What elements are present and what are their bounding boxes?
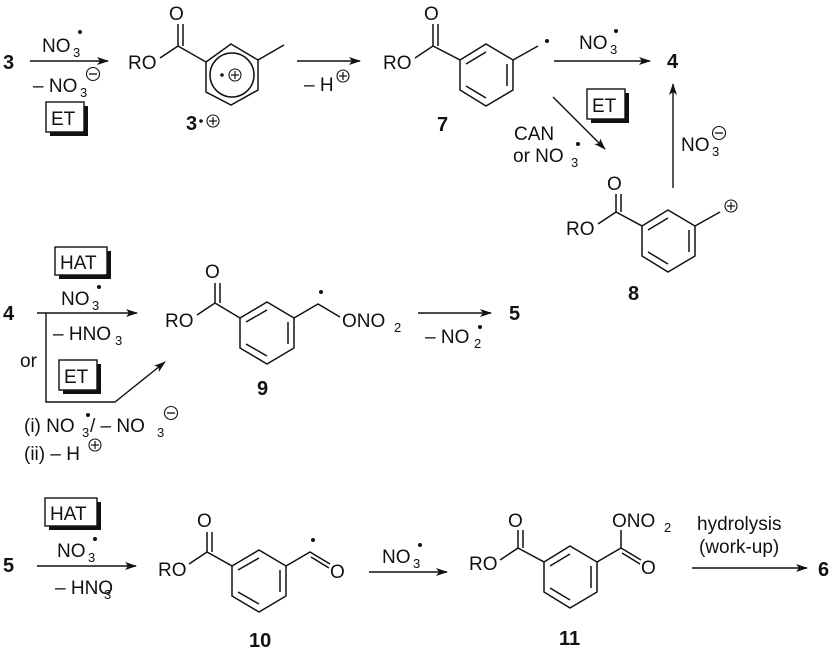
svg-text:NO: NO	[57, 541, 86, 562]
compound-label-8: 8	[628, 283, 639, 305]
svg-text:O: O	[607, 174, 622, 195]
et-box-3: ET	[58, 359, 101, 394]
svg-text:ONO: ONO	[612, 511, 655, 532]
hat-box: HAT	[54, 246, 111, 279]
structure-10-acyl-radical: RO O O 10	[158, 511, 345, 652]
svg-text:3: 3	[80, 85, 87, 100]
compound-label-3: 3	[3, 52, 14, 74]
svg-text:O: O	[508, 511, 523, 532]
compound-label-7: 7	[437, 114, 448, 136]
compound-label-11: 11	[559, 628, 580, 650]
structure-3-radical-cation: RO O 3	[128, 4, 285, 135]
svg-text:CAN: CAN	[514, 124, 554, 145]
svg-text:– H: – H	[304, 75, 334, 96]
compound-label-5-start: 5	[3, 555, 14, 577]
condition-i: (i) NO 3 / – NO 3	[24, 405, 179, 440]
svg-text:O: O	[205, 262, 220, 283]
svg-text:O: O	[424, 4, 439, 25]
compound-label-4-start: 4	[3, 303, 15, 325]
structure-11-acyl-nitrate: RO O ONO 2 O 11	[469, 511, 671, 650]
byproduct-nitrate-anion: – NO 3	[33, 66, 101, 100]
compound-label-10: 10	[249, 630, 271, 652]
svg-text:3: 3	[92, 298, 99, 313]
svg-text:NO: NO	[681, 135, 710, 156]
svg-text:3: 3	[571, 155, 578, 170]
svg-text:3: 3	[157, 425, 164, 440]
byproduct-no2-radical: – NO 2	[425, 325, 482, 351]
svg-text:RO: RO	[165, 311, 194, 332]
hat-box-2: HAT	[44, 497, 101, 530]
svg-text:3: 3	[82, 425, 89, 440]
reagent-no3-radical: NO 3	[42, 30, 82, 60]
reagent-work-up: (work-up)	[699, 537, 779, 558]
svg-text:2: 2	[664, 520, 671, 535]
compound-label-9: 9	[257, 378, 268, 400]
reagent-can-or-no3: CAN or NO 3	[513, 124, 580, 170]
svg-text:NO: NO	[579, 33, 608, 54]
or-label: or	[20, 351, 38, 372]
compound-label-5: 5	[509, 303, 520, 325]
compound-label-3-radical-cation: 3	[186, 113, 197, 135]
byproduct-hno3-2: – HNO 3	[55, 578, 113, 602]
svg-text:– HNO: – HNO	[53, 324, 111, 345]
svg-text:2: 2	[394, 320, 401, 335]
svg-text:RO: RO	[158, 560, 187, 581]
reagent-no3-radical-4: NO 3	[57, 537, 97, 565]
condition-ii: (ii) – H	[24, 438, 102, 465]
radical-dot	[78, 30, 82, 34]
reaction-arrow-4	[552, 96, 606, 150]
svg-text:O: O	[197, 511, 212, 532]
svg-text:– HNO: – HNO	[55, 578, 113, 599]
svg-text:3: 3	[73, 45, 80, 60]
reaction-arrow-et-branch	[45, 313, 166, 403]
reagent-no3-radical-3: NO 3	[61, 285, 101, 313]
svg-text:– NO: – NO	[425, 327, 469, 348]
svg-text:O: O	[641, 558, 656, 579]
svg-text:ET: ET	[592, 96, 617, 117]
et-box: ET	[45, 101, 88, 136]
svg-text:NO: NO	[61, 289, 90, 310]
svg-text:3: 3	[712, 144, 719, 159]
svg-text:3: 3	[104, 587, 111, 602]
svg-text:RO: RO	[128, 53, 157, 74]
structure-7-benzyl-radical: RO O 7	[383, 4, 549, 136]
svg-text:NO: NO	[42, 36, 71, 57]
svg-text:RO: RO	[566, 219, 595, 240]
svg-text:O: O	[169, 4, 184, 25]
svg-text:(ii) – H: (ii) – H	[24, 444, 80, 465]
svg-text:3: 3	[115, 333, 122, 348]
byproduct-proton: – H	[304, 69, 350, 96]
svg-text:ET: ET	[51, 109, 76, 130]
svg-text:NO: NO	[382, 547, 411, 568]
reagent-no3-radical-5: NO 3	[382, 543, 422, 571]
svg-text:– NO: – NO	[33, 76, 77, 97]
reagent-nitrate-anion: NO 3	[681, 125, 727, 159]
byproduct-hno3: – HNO 3	[53, 324, 122, 348]
svg-text:RO: RO	[383, 53, 412, 74]
svg-text:O: O	[330, 562, 345, 583]
svg-text:3: 3	[88, 550, 95, 565]
reagent-no3-radical-2: NO 3	[579, 29, 618, 57]
structure-8-benzyl-cation: RO O 8	[566, 174, 738, 305]
compound-label-4: 4	[667, 51, 679, 73]
reagent-hydrolysis: hydrolysis	[697, 514, 781, 535]
svg-text:/ – NO: / – NO	[90, 416, 145, 437]
svg-text:(i) NO: (i) NO	[24, 416, 75, 437]
svg-text:2: 2	[474, 336, 481, 351]
svg-text:RO: RO	[469, 554, 498, 575]
compound-label-6: 6	[818, 559, 829, 581]
svg-text:ET: ET	[64, 367, 89, 388]
structure-9: RO O ONO 2 9	[165, 262, 401, 400]
svg-text:HAT: HAT	[50, 504, 87, 525]
svg-text:3: 3	[610, 42, 617, 57]
et-box-2: ET	[586, 88, 629, 123]
svg-text:HAT: HAT	[60, 253, 97, 274]
svg-text:ONO: ONO	[342, 311, 385, 332]
svg-text:3: 3	[413, 556, 420, 571]
svg-text:or NO: or NO	[513, 146, 564, 167]
